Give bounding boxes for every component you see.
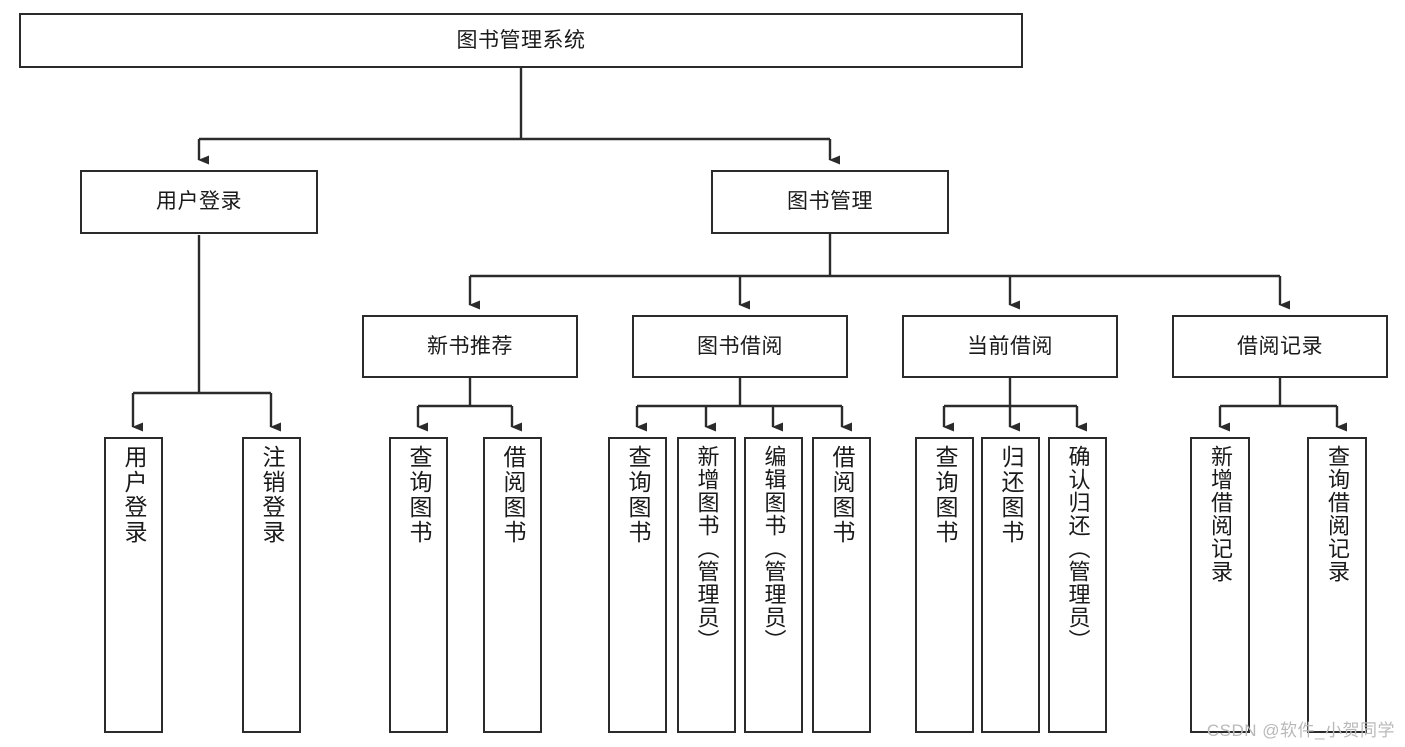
leaf-add-record[interactable]: 新增借阅记录 — [1190, 437, 1250, 733]
node-book-borrow-label: 图书借阅 — [697, 334, 783, 358]
leaf-return-book-label: 归还图书 — [998, 445, 1024, 545]
leaf-user-login[interactable]: 用户登录 — [104, 437, 163, 733]
node-new-book-rec-label: 新书推荐 — [427, 334, 513, 358]
node-user-login[interactable]: 用户登录 — [80, 170, 318, 234]
leaf-confirm-return-label: 确认归还（管理员） — [1065, 445, 1091, 652]
leaf-logout[interactable]: 注销登录 — [242, 437, 301, 733]
leaf-add-book-label: 新增图书（管理员） — [694, 445, 720, 652]
node-root[interactable]: 图书管理系统 — [19, 13, 1023, 68]
node-book-borrow[interactable]: 图书借阅 — [632, 315, 848, 378]
node-book-manage[interactable]: 图书管理 — [711, 170, 949, 234]
leaf-edit-book[interactable]: 编辑图书（管理员） — [744, 437, 803, 733]
node-borrow-record[interactable]: 借阅记录 — [1172, 315, 1388, 378]
leaf-add-book[interactable]: 新增图书（管理员） — [677, 437, 736, 733]
node-user-login-label: 用户登录 — [156, 190, 242, 214]
leaf-borrow-book-1[interactable]: 借阅图书 — [483, 437, 542, 733]
leaf-confirm-return[interactable]: 确认归还（管理员） — [1048, 437, 1107, 733]
leaf-logout-label: 注销登录 — [259, 445, 285, 545]
leaf-query-book-2-label: 查询图书 — [625, 445, 651, 545]
node-current-borrow[interactable]: 当前借阅 — [902, 315, 1118, 378]
node-borrow-record-label: 借阅记录 — [1237, 334, 1323, 358]
node-book-manage-label: 图书管理 — [787, 190, 873, 214]
leaf-borrow-book-2-label: 借阅图书 — [829, 445, 855, 545]
leaf-borrow-book-1-label: 借阅图书 — [500, 445, 526, 545]
leaf-add-record-label: 新增借阅记录 — [1208, 445, 1233, 583]
node-current-borrow-label: 当前借阅 — [967, 334, 1053, 358]
leaf-borrow-book-2[interactable]: 借阅图书 — [812, 437, 871, 733]
leaf-query-book-3[interactable]: 查询图书 — [915, 437, 974, 733]
node-root-label: 图书管理系统 — [456, 28, 586, 52]
leaf-return-book[interactable]: 归还图书 — [981, 437, 1040, 733]
leaf-query-book-2[interactable]: 查询图书 — [608, 437, 667, 733]
watermark-text: CSDN @软件_小贺同学 — [1206, 721, 1395, 740]
leaf-user-login-label: 用户登录 — [121, 445, 147, 545]
leaf-query-book-3-label: 查询图书 — [932, 445, 958, 545]
leaf-query-book-1[interactable]: 查询图书 — [389, 437, 448, 733]
node-new-book-rec[interactable]: 新书推荐 — [362, 315, 578, 378]
leaf-edit-book-label: 编辑图书（管理员） — [761, 445, 787, 652]
leaf-query-record-label: 查询借阅记录 — [1325, 445, 1350, 583]
leaf-query-record[interactable]: 查询借阅记录 — [1307, 437, 1367, 733]
leaf-query-book-1-label: 查询图书 — [406, 445, 432, 545]
